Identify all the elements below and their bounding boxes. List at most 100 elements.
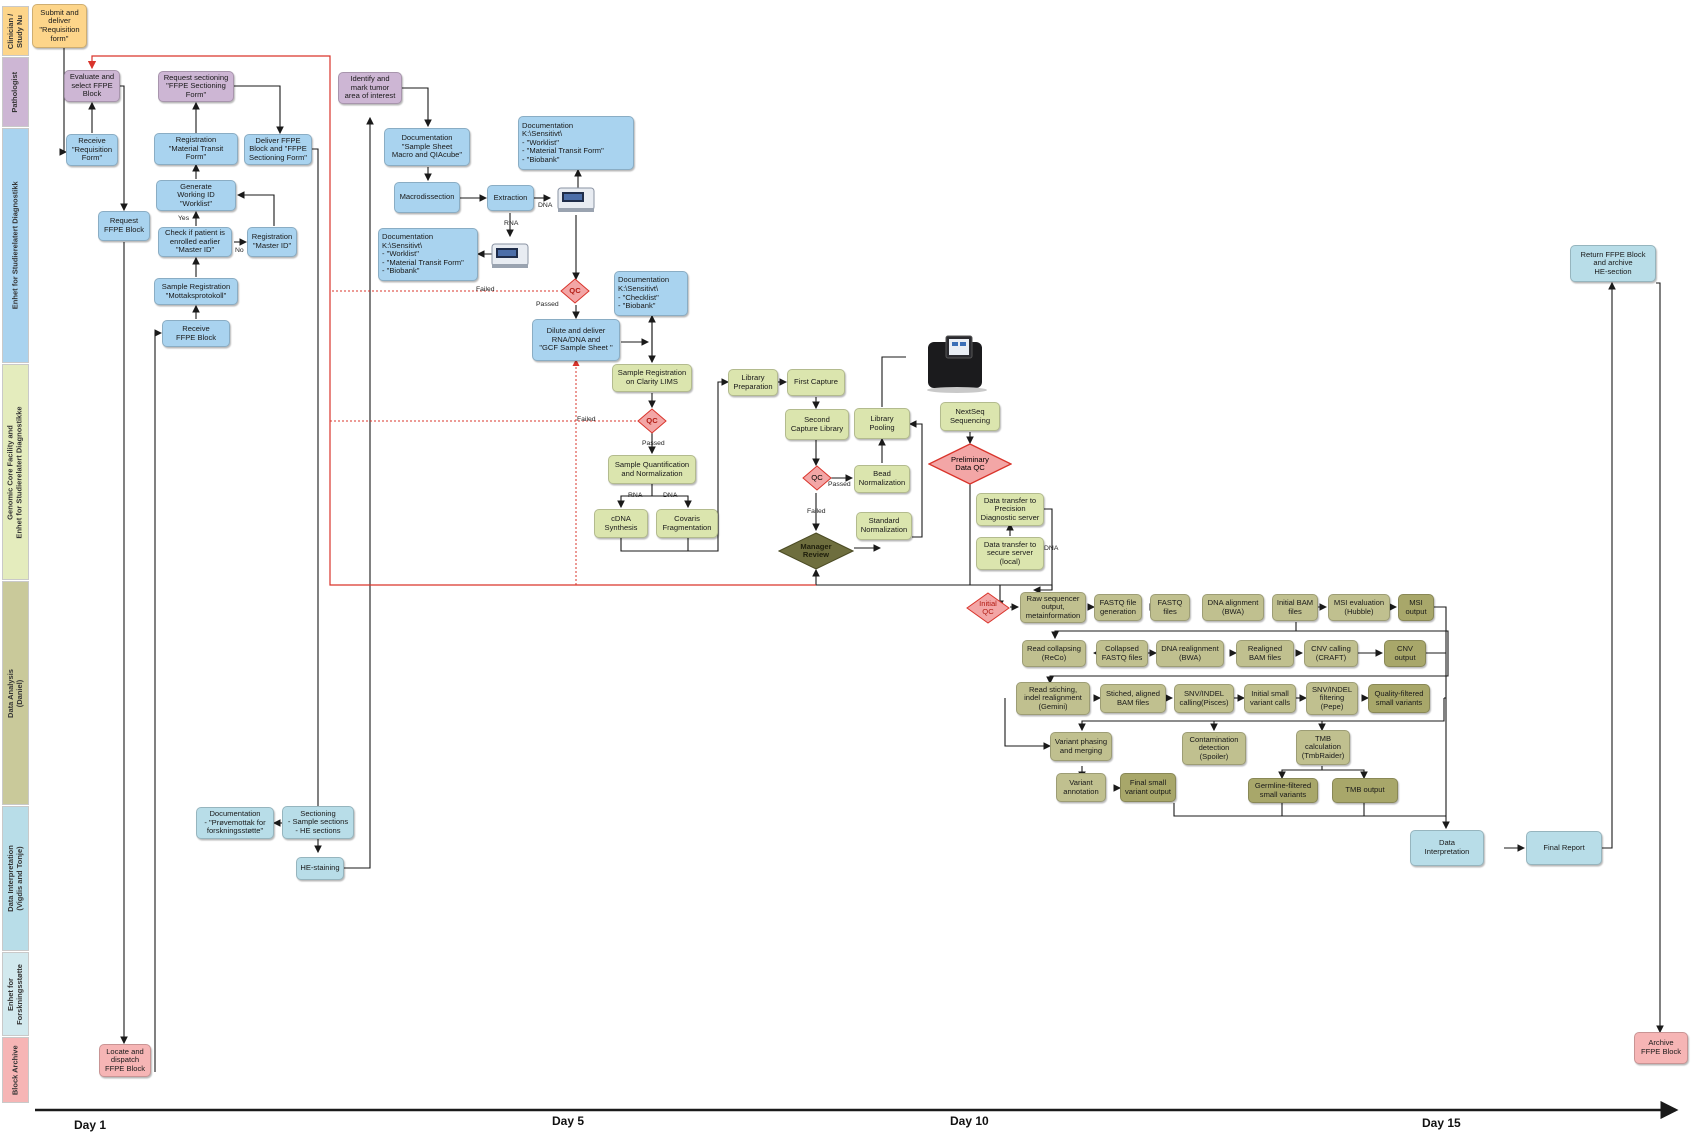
- read-stitching-node: Read stiching, indel realignment (Gemini…: [1016, 682, 1090, 715]
- request-ffpe-block-node: Request FFPE Block: [98, 211, 150, 241]
- lane-interpretation: Data Interpretation (Vigdis and Tonje): [2, 806, 29, 951]
- edge-label-dna-2: DNA: [663, 492, 678, 499]
- documentation-rna-node: Documentation K:\Sensitivt\ - "Worklist"…: [378, 228, 478, 281]
- first-capture-node: First Capture: [787, 369, 845, 396]
- edge-label-rna-1: RNA: [504, 220, 519, 227]
- edge-label-dna-3: DNA: [1044, 545, 1059, 552]
- lane-block-archive: Block Archive: [2, 1037, 29, 1103]
- documentation-sample-sheet-node: Documentation "Sample Sheet Macro and QI…: [384, 128, 470, 166]
- final-report-node: Final Report: [1526, 831, 1602, 865]
- receive-ffpe-block-node: Receive FFPE Block: [162, 320, 230, 347]
- msi-output-node: MSI output: [1398, 594, 1434, 621]
- tmb-output-node: TMB output: [1332, 778, 1398, 803]
- second-capture-node: Second Capture Library: [785, 409, 849, 440]
- msi-evaluation-node: MSI evaluation (Hubble): [1328, 594, 1390, 621]
- fastq-files-node: FASTQ files: [1150, 594, 1190, 621]
- check-patient-node: Check if patient is enrolled earlier "Ma…: [158, 227, 232, 257]
- deliver-ffpe-node: Deliver FFPE Block and "FFPE Sectioning …: [244, 134, 312, 165]
- identify-tumor-node: Identify and mark tumor area of interest: [338, 72, 402, 104]
- cnv-output-node: CNV output: [1384, 640, 1426, 667]
- variant-phasing-node: Variant phasing and merging: [1050, 732, 1112, 761]
- day-label-15: Day 15: [1422, 1116, 1461, 1130]
- edge-label-failed-1: Failed: [476, 286, 495, 293]
- lane-forskning: Enhet for Forskningsstøtte: [2, 952, 29, 1036]
- lane-enhet: Enhet for Studierelatert Diagnostikk: [2, 128, 29, 363]
- raw-sequencer-output-node: Raw sequencer output, metainformation: [1020, 592, 1086, 623]
- edge-label-passed-1: Passed: [536, 301, 559, 308]
- documentation-checklist-node: Documentation K:\Sensitivt\ - "Checklist…: [614, 271, 688, 316]
- snv-indel-filtering-node: SNV/INDEL filtering (Pepe): [1306, 682, 1358, 715]
- library-preparation-node: Library Preparation: [728, 369, 778, 396]
- transfer-local-server-node: Data transfer to secure server (local): [976, 537, 1044, 570]
- edge-label-dna-1: DNA: [538, 202, 553, 209]
- contamination-detection-node: Contamination detection (Spoiler): [1182, 732, 1246, 765]
- receive-requisition-node: Receive "Requisition Form": [66, 134, 118, 166]
- request-sectioning-node: Request sectioning "FFPE Sectioning Form…: [158, 71, 234, 102]
- edge-label-yes: Yes: [178, 215, 190, 222]
- realigned-bam-node: Realigned BAM files: [1236, 640, 1294, 667]
- evaluate-ffpe-node: Evaluate and select FFPE Block: [64, 70, 120, 102]
- edge-label-rna-2: RNA: [628, 492, 643, 499]
- collapsed-fastq-node: Collapsed FASTQ files: [1096, 640, 1148, 667]
- initial-bam-node: Initial BAM files: [1272, 594, 1318, 621]
- day-label-5: Day 5: [552, 1114, 585, 1128]
- final-small-variant-node: Final small variant output: [1120, 773, 1176, 802]
- dna-alignment-node: DNA alignment (BWA): [1202, 594, 1264, 621]
- lane-genomic: Genomic Core Facility and Enhet for Stud…: [2, 364, 29, 580]
- library-pooling-node: Library Pooling: [854, 408, 910, 439]
- generate-working-id-node: Generate Working ID "Worklist": [156, 180, 236, 211]
- qc-decision-3: QC: [802, 465, 832, 491]
- manager-review-decision: Manager Review: [778, 532, 854, 570]
- standard-normalization-node: Standard Normalization: [856, 512, 912, 540]
- registration-mtf-node: Registration "Material Transit Form": [154, 133, 238, 165]
- clarity-lims-node: Sample Registration on Clarity LIMS: [612, 364, 692, 392]
- he-staining-node: HE-staining: [296, 857, 344, 880]
- cnv-calling-node: CNV calling (CRAFT): [1304, 640, 1358, 667]
- transfer-precision-server-node: Data transfer to Precision Diagnostic se…: [976, 493, 1044, 526]
- preliminary-qc-decision: Preliminary Data QC: [928, 443, 1012, 485]
- nextseq-sequencing-node: NextSeq Sequencing: [940, 402, 1000, 431]
- lane-pathologist: Pathologist: [2, 57, 29, 127]
- edge-label-failed-2: Failed: [577, 416, 596, 423]
- read-collapsing-node: Read collapsing (ReCo): [1022, 640, 1086, 667]
- sample-quantification-node: Sample Quantification and Normalization: [608, 455, 696, 484]
- lane-analysis: Data Analysis (Daniel): [2, 581, 29, 805]
- qc-decision-2: QC: [637, 408, 667, 434]
- edge-label-no: No: [235, 247, 244, 254]
- data-interpretation-node: Data Interpretation: [1410, 830, 1484, 866]
- registration-master-id-node: Registration "Master ID": [247, 227, 297, 257]
- bead-normalization-node: Bead Normalization: [854, 465, 910, 493]
- qc-decision-1: QC: [560, 278, 590, 304]
- variant-annotation-node: Variant annotation: [1056, 773, 1106, 802]
- locate-dispatch-node: Locate and dispatch FFPE Block: [99, 1044, 151, 1077]
- sectioning-node: Sectioning - Sample sections - HE sectio…: [282, 806, 354, 839]
- documentation-provemottak-node: Documentation - "Prøvemottak for forskni…: [196, 807, 274, 839]
- tmb-calculation-node: TMB calculation (TmbRaider): [1296, 730, 1350, 765]
- lane-clinician: Clinician / Study Nu: [2, 6, 29, 56]
- rna-instrument-icon: [490, 238, 530, 270]
- fastq-generation-node: FASTQ file generation: [1094, 594, 1142, 621]
- day-label-1: Day 1: [74, 1118, 107, 1132]
- initial-qc-decision: Initial QC: [966, 592, 1010, 624]
- macrodissection-node: Macrodissection: [394, 182, 460, 213]
- stitched-bam-node: Stiched, aligned BAM files: [1100, 684, 1166, 713]
- day-label-10: Day 10: [950, 1114, 989, 1128]
- documentation-extraction-node: Documentation K:\Sensitivt\ - "Worklist"…: [518, 116, 634, 170]
- dna-realignment-node: DNA realignment (BWA): [1156, 640, 1224, 667]
- edge-label-passed-2: Passed: [642, 440, 665, 447]
- covaris-fragmentation-node: Covaris Fragmentation: [656, 509, 718, 538]
- sample-registration-node: Sample Registration "Mottaksprotokoll": [154, 278, 238, 305]
- edge-label-passed-3: Passed: [828, 481, 851, 488]
- extraction-instrument-icon: [556, 182, 596, 214]
- cdna-synthesis-node: cDNA Synthesis: [594, 509, 648, 538]
- initial-small-variants-node: Initial small variant calls: [1244, 684, 1296, 713]
- submit-requisition-node: Submit and deliver "Requisition form": [32, 4, 87, 48]
- quality-filtered-variants-node: Quality-filtered small variants: [1368, 684, 1430, 713]
- edge-label-failed-3: Failed: [807, 508, 826, 515]
- snv-indel-calling-node: SNV/INDEL calling(Pisces): [1174, 684, 1234, 713]
- germline-filtered-node: Germline-filtered small variants: [1248, 778, 1318, 803]
- return-ffpe-block-node: Return FFPE Block and archive HE-section: [1570, 245, 1656, 282]
- sequencer-instrument-icon: [924, 332, 990, 394]
